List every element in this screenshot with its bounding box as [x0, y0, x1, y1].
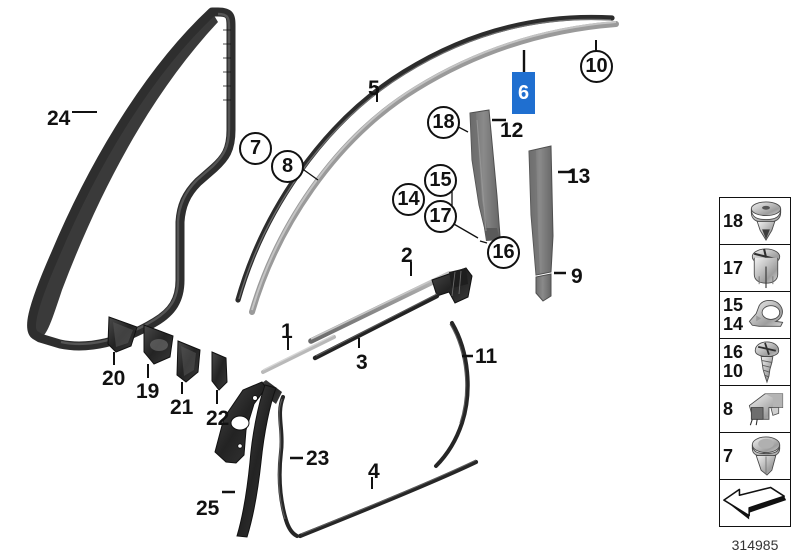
- legend-box-17[interactable]: 17: [720, 245, 790, 292]
- label-19: 19: [136, 380, 160, 403]
- callout-circle-8[interactable]: 8: [271, 150, 304, 183]
- part-1-guide-strip: [261, 334, 336, 374]
- legend-box-15-14[interactable]: 15 14: [720, 292, 790, 339]
- part-19-trim-wedge: [143, 324, 174, 378]
- legend-number-7: 7: [723, 445, 734, 466]
- callout-circle-17[interactable]: 17: [424, 200, 457, 233]
- highlighted-part-6-number: 6: [517, 81, 530, 104]
- cross-head-expansion-rivet-icon: [751, 248, 781, 289]
- label-20: 20: [102, 367, 126, 390]
- part-22-trim-wedge: [211, 351, 228, 404]
- part-11-rear-door-seal: [434, 321, 473, 468]
- label-9: 9: [571, 265, 583, 288]
- part-20-trim-wedge: [107, 316, 138, 365]
- label-21: 21: [170, 396, 194, 419]
- label-22: 22: [206, 407, 230, 430]
- part-25-mirror-mount-bracket: [214, 380, 282, 538]
- part-3-window-sill-seal: [312, 293, 440, 361]
- callout-circle-7[interactable]: 7: [239, 132, 272, 165]
- label-3: 3: [356, 351, 368, 374]
- legend-box-direction-arrow[interactable]: [720, 480, 790, 526]
- part-21-trim-wedge: [176, 340, 201, 394]
- mushroom-head-clip-icon: [750, 201, 782, 241]
- legend-box-18[interactable]: 18: [720, 198, 790, 245]
- callout-circle-16[interactable]: 16: [487, 236, 520, 269]
- highlighted-part-6[interactable]: 6: [512, 72, 535, 114]
- part-23-front-door-seal: [277, 395, 303, 538]
- label-25: 25: [196, 497, 220, 520]
- grommet-plug-icon: [751, 436, 781, 476]
- label-24: 24: [47, 107, 71, 130]
- legend-box-15-14-numbers: 15 14: [723, 292, 750, 338]
- direction-arrow-icon: [723, 486, 787, 520]
- legend-box-17-numbers: 17: [723, 245, 750, 291]
- label-1: 1: [281, 320, 293, 343]
- self-tapping-screw-icon: [754, 341, 780, 384]
- part-24-door-seal: [27, 7, 236, 351]
- label-12: 12: [500, 119, 524, 142]
- legend-box-8[interactable]: 8: [720, 386, 790, 433]
- label-13: 13: [567, 165, 591, 188]
- retaining-washer-clip-icon: [748, 300, 784, 327]
- callout-circle-10[interactable]: 10: [580, 50, 613, 83]
- part-5-upper-frame-moulding: [235, 14, 615, 303]
- label-5: 5: [368, 77, 380, 100]
- legend-number-10: 10: [723, 361, 744, 381]
- legend-number-8: 8: [723, 398, 734, 419]
- legend-number-15: 15: [723, 295, 744, 316]
- callout-circle-18[interactable]: 18: [427, 106, 460, 139]
- legend-number-14: 14: [723, 314, 744, 334]
- label-2: 2: [401, 244, 413, 267]
- fastener-legend-sidebar: 18 17 1: [719, 197, 791, 527]
- legend-box-16-10[interactable]: 16 10: [720, 339, 790, 386]
- part-13-pillar-cover: [528, 145, 572, 276]
- label-11: 11: [475, 345, 498, 368]
- legend-number-16: 16: [723, 342, 744, 363]
- bracket-clip-icon: [748, 393, 784, 426]
- legend-number-17: 17: [723, 257, 744, 278]
- diagram-code: 314985: [731, 537, 779, 553]
- legend-box-18-numbers: 18: [723, 198, 750, 244]
- legend-box-16-10-numbers: 16 10: [723, 339, 750, 385]
- callout-circle-14[interactable]: 14: [392, 183, 425, 216]
- legend-box-7[interactable]: 7: [720, 433, 790, 480]
- legend-number-18: 18: [723, 210, 744, 231]
- part-2-window-guide-rail: [308, 262, 473, 344]
- part-4-lower-door-seal: [297, 459, 479, 539]
- legend-box-7-numbers: 7: [723, 433, 750, 479]
- callout-circle-15[interactable]: 15: [424, 164, 457, 197]
- label-23: 23: [306, 447, 330, 470]
- legend-box-8-numbers: 8: [723, 386, 750, 432]
- part-9-lower-pillar-piece: [535, 271, 566, 302]
- label-4: 4: [368, 460, 380, 483]
